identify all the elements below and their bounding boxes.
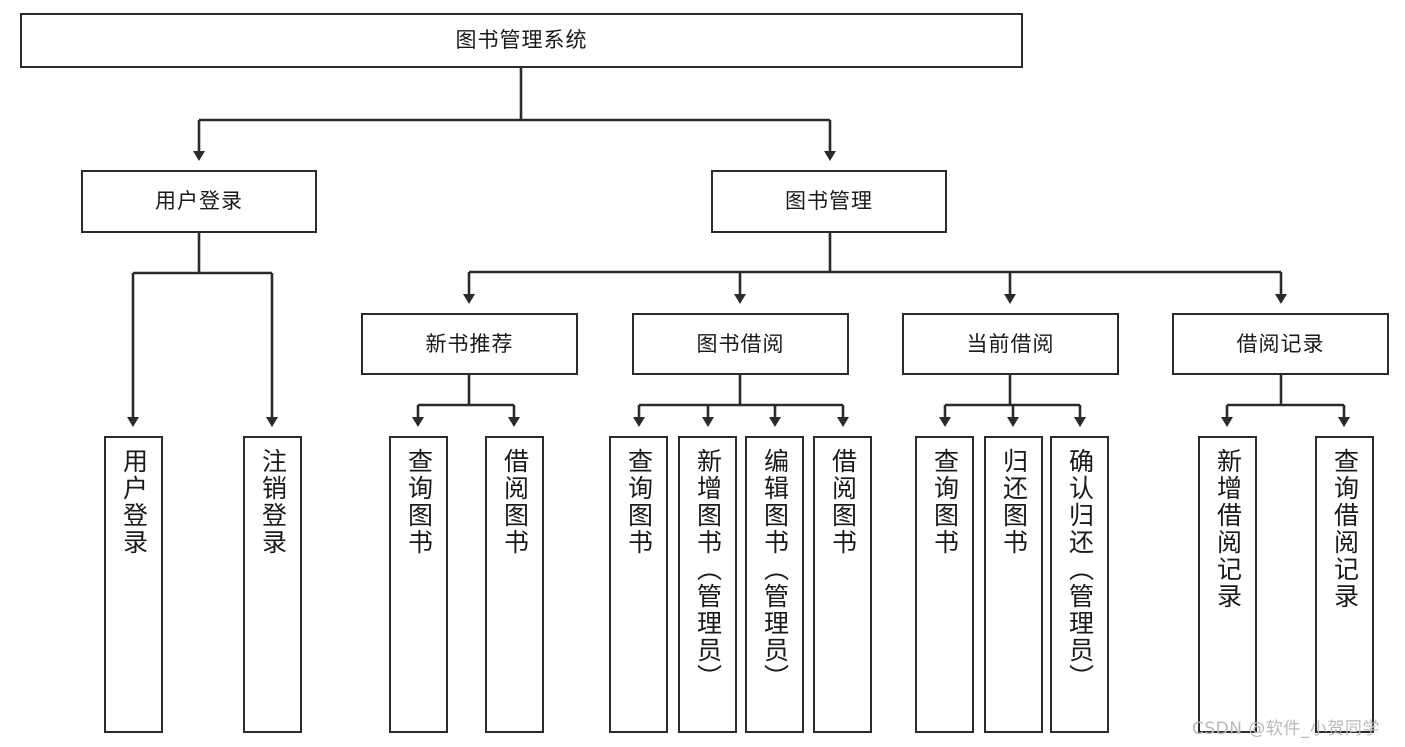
node-book-manage-label: 图书管理: [785, 189, 873, 213]
node-leaf-borrow-book-2-label: 借阅图书: [828, 448, 858, 556]
node-leaf-add-record-label: 新增借阅记录: [1213, 448, 1243, 610]
node-leaf-query-book-3-label: 查询图书: [930, 448, 960, 556]
node-user-login[interactable]: 用户登录: [81, 170, 317, 233]
node-leaf-user-logout[interactable]: 注销登录: [243, 436, 302, 733]
node-leaf-add-book-label: 新增图书（管理员）: [693, 448, 723, 691]
node-leaf-query-book-1[interactable]: 查询图书: [389, 436, 448, 733]
node-leaf-query-book-3[interactable]: 查询图书: [915, 436, 974, 733]
node-leaf-user-logout-label: 注销登录: [258, 448, 288, 556]
node-leaf-return-book-label: 归还图书: [999, 448, 1029, 556]
node-new-book-recommend[interactable]: 新书推荐: [361, 313, 578, 375]
node-user-login-label: 用户登录: [155, 189, 243, 213]
node-leaf-query-book-2-label: 查询图书: [624, 448, 654, 556]
node-leaf-query-record-label: 查询借阅记录: [1330, 448, 1360, 610]
node-leaf-edit-book[interactable]: 编辑图书（管理员）: [745, 436, 804, 733]
node-leaf-confirm-return[interactable]: 确认归还（管理员）: [1050, 436, 1109, 733]
node-leaf-add-record[interactable]: 新增借阅记录: [1198, 436, 1257, 733]
node-leaf-add-book[interactable]: 新增图书（管理员）: [678, 436, 737, 733]
node-leaf-user-login[interactable]: 用户登录: [104, 436, 163, 733]
node-leaf-borrow-book-2[interactable]: 借阅图书: [813, 436, 872, 733]
node-new-book-recommend-label: 新书推荐: [425, 331, 514, 356]
node-root[interactable]: 图书管理系统: [20, 13, 1023, 68]
node-leaf-return-book[interactable]: 归还图书: [984, 436, 1043, 733]
node-leaf-query-book-2[interactable]: 查询图书: [609, 436, 668, 733]
node-root-label: 图书管理系统: [455, 28, 588, 52]
node-borrow-record-label: 借阅记录: [1236, 331, 1325, 356]
node-book-manage[interactable]: 图书管理: [711, 170, 947, 233]
node-leaf-borrow-book-1[interactable]: 借阅图书: [485, 436, 544, 733]
node-leaf-edit-book-label: 编辑图书（管理员）: [760, 448, 790, 691]
node-leaf-confirm-return-label: 确认归还（管理员）: [1065, 448, 1095, 691]
node-leaf-query-book-1-label: 查询图书: [404, 448, 434, 556]
node-current-borrow-label: 当前借阅: [966, 331, 1055, 356]
node-leaf-borrow-book-1-label: 借阅图书: [500, 448, 530, 556]
node-current-borrow[interactable]: 当前借阅: [902, 313, 1119, 375]
node-leaf-user-login-label: 用户登录: [119, 448, 149, 556]
node-leaf-query-record[interactable]: 查询借阅记录: [1315, 436, 1374, 733]
node-borrow-record[interactable]: 借阅记录: [1172, 313, 1389, 375]
csdn-watermark: CSDN @软件_小贺同学: [1192, 719, 1380, 739]
node-book-borrow[interactable]: 图书借阅: [632, 313, 849, 375]
node-book-borrow-label: 图书借阅: [696, 331, 785, 356]
